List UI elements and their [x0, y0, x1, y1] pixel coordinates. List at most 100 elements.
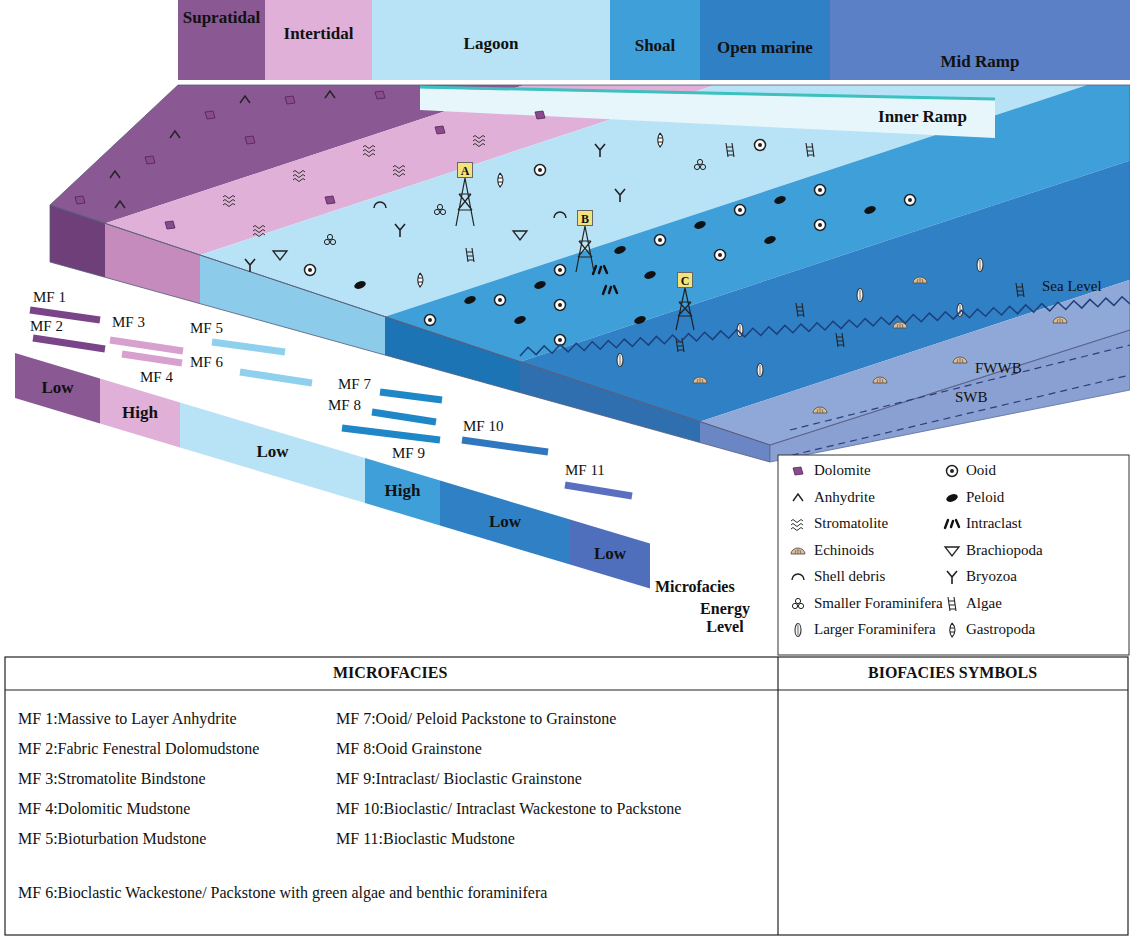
fossil-symbol: [757, 364, 763, 377]
label-text: MF 7:Ooid/ Peloid Packstone to Grainston…: [336, 710, 616, 728]
legend-text: Shell debris: [814, 568, 885, 585]
fossil-symbol: [425, 315, 436, 326]
fossil-symbol: [253, 226, 265, 237]
fossil-symbol: [791, 520, 803, 531]
fossil-symbol: [815, 220, 826, 231]
label-text: MF 7: [338, 376, 371, 393]
fossil-symbol: [658, 133, 663, 147]
legend-text: Brachiopoda: [966, 542, 1043, 559]
node-text: Low: [489, 512, 521, 532]
facies-zone: [120, 0, 1130, 554]
legend-text: Smaller Foraminifera: [814, 595, 943, 612]
fossil-symbol: [773, 195, 787, 206]
fossil-symbol: [796, 303, 804, 317]
fossil-symbol: [595, 144, 605, 157]
mf-bar: [342, 428, 440, 440]
fossil-symbol: [726, 143, 734, 157]
right-face: [770, 330, 1130, 462]
derrick: [456, 178, 474, 226]
sea-surface-line: [420, 87, 995, 99]
label-text: MF 8: [328, 397, 361, 414]
fossil-symbol: [273, 251, 287, 260]
fossil-symbol: [363, 146, 375, 157]
fossil-symbol: [75, 196, 85, 204]
energy-band: Low: [15, 366, 100, 411]
zone-band: Mid Ramp: [830, 0, 1130, 80]
fossil-symbol: [513, 231, 527, 240]
fossil-symbol: [948, 597, 956, 611]
fossil-symbol: [763, 235, 777, 246]
sea-level-line: [520, 297, 1130, 356]
fossil-symbol: [533, 280, 547, 291]
fossil-symbol: [806, 143, 814, 157]
label-text: MF 10:Bioclastic/ Intraclast Wackestone …: [336, 800, 681, 818]
node-text: B: [581, 213, 589, 227]
mf-bar: [212, 342, 285, 352]
label-text: MF 1:Massive to Layer Anhydrite: [18, 710, 237, 728]
zone-band: Shoal: [610, 0, 700, 80]
label-text: MF 2:Fabric Fenestral Dolomudstone: [18, 740, 259, 758]
table-frame: [5, 657, 1128, 935]
fossil-symbol: [792, 574, 804, 580]
label-text: BIOFACIES SYMBOLS: [868, 664, 1037, 682]
label-text: SWB: [955, 389, 988, 406]
fossil-symbol: [110, 171, 120, 178]
node-text: Shoal: [635, 36, 676, 56]
fossil-symbol: [791, 548, 805, 554]
fossil-symbol: [735, 205, 746, 216]
fossil-symbol: [555, 265, 566, 276]
label-text: MICROFACIES: [333, 664, 447, 682]
energy-band: High: [365, 469, 440, 514]
node-text: Inner Ramp: [878, 107, 967, 127]
swb-line: [780, 375, 1130, 458]
fossil-symbol: [715, 250, 726, 261]
fossil-symbol: [434, 204, 445, 214]
fossil-symbol: [393, 166, 405, 177]
fossil-symbol: [165, 221, 175, 229]
front-open-marine: [520, 200, 700, 480]
fossil-symbol: [245, 136, 255, 144]
node-text: A: [461, 165, 470, 179]
label-text: FWWB: [975, 360, 1022, 377]
label-text: MF 9:Intraclast/ Bioclastic Grainstone: [336, 770, 582, 788]
fossil-symbol: [466, 248, 474, 262]
fossil-symbol: [950, 623, 955, 637]
label-text: MF 2: [30, 318, 63, 335]
fossil-symbol: [145, 156, 155, 164]
fossil-symbol: [324, 234, 335, 244]
fossil-symbol: [1016, 283, 1024, 297]
fossil-symbol: [240, 96, 250, 103]
legend-text: Intraclast: [966, 515, 1022, 532]
derrick: [676, 288, 694, 330]
fossil-symbol: [353, 280, 367, 291]
fossil-symbol: [945, 493, 959, 504]
fossil-symbol: [813, 407, 827, 413]
fossil-symbol: [857, 289, 863, 302]
zone-band: Open marine: [700, 0, 830, 80]
table-rule: [5, 689, 1128, 690]
fossil-symbol: [170, 131, 180, 138]
front-outline: [50, 205, 770, 462]
fossil-symbol: [617, 354, 623, 367]
fossil-symbol: [913, 277, 927, 283]
label-text: MF 3:Stromatolite Bindstone: [18, 770, 206, 788]
fossil-symbol: [205, 111, 215, 119]
fossil-symbol: [755, 140, 766, 151]
fossil-symbol: [836, 333, 844, 347]
node-text: Low: [256, 442, 288, 462]
fossil-symbol: [285, 96, 295, 104]
label-text: MF 10: [463, 418, 503, 435]
table-divider: [777, 657, 778, 935]
well-tag: B: [577, 210, 593, 226]
fossil-symbol: [693, 220, 707, 231]
fossil-symbol: [498, 173, 503, 187]
label-text: MF 11:Bioclastic Mudstone: [336, 830, 515, 848]
fossil-symbol: [793, 494, 803, 501]
fossil-symbol: [245, 259, 255, 272]
legend-text: Echinoids: [814, 542, 874, 559]
label-text: MF 11: [565, 462, 605, 479]
legend-text: Peloid: [966, 489, 1004, 506]
fossil-symbol: [305, 265, 316, 276]
energy-fill: [100, 379, 180, 448]
